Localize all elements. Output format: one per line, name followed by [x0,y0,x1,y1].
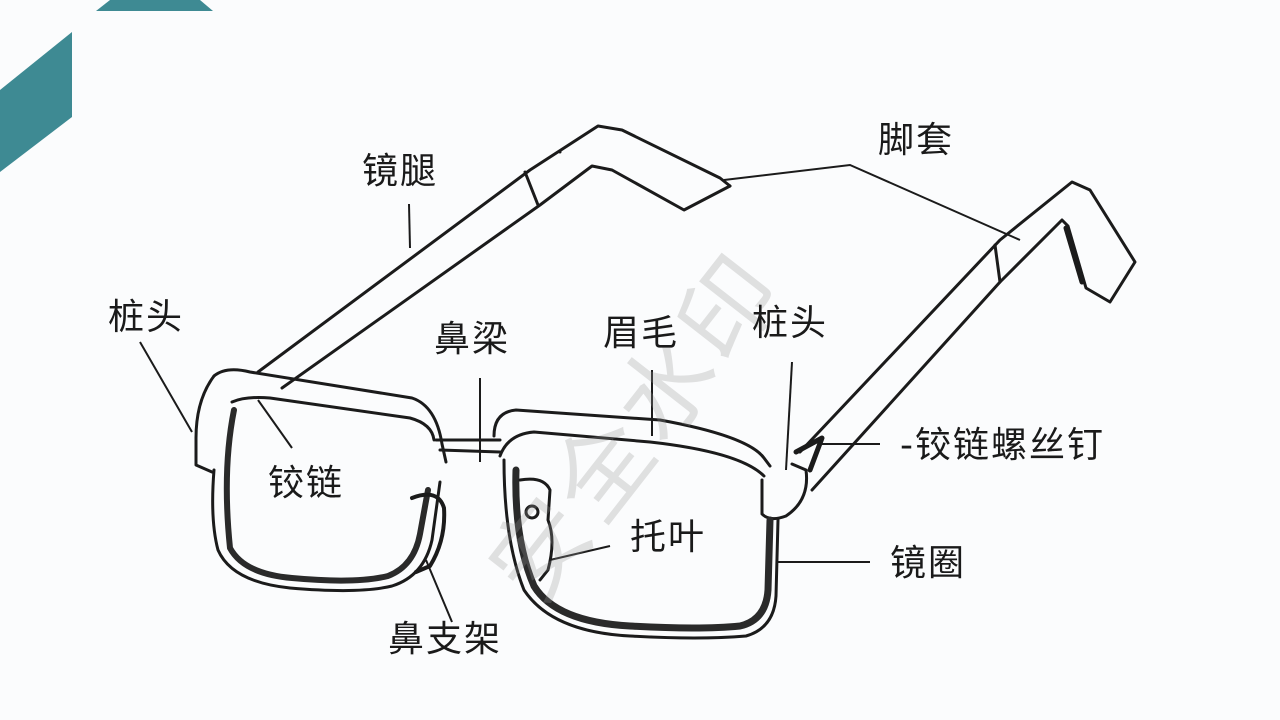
label-brow-bar: 眉毛 [603,313,680,354]
right-frame [492,408,809,640]
left-frame [194,368,448,593]
label-rim: 镜圈 [890,543,967,584]
left-nose-pad [410,492,447,574]
label-hinge-screw: -铰链螺丝钉 [900,425,1105,466]
label-temple: 镜腿 [362,151,439,192]
label-bridge: 鼻梁 [434,319,511,360]
label-temple-tip: 脚套 [878,120,955,161]
label-hinge: 铰链 [268,463,345,504]
left-temple [256,124,732,390]
label-endpiece-right: 桩头 [752,303,829,344]
accent-shape-left [0,32,72,172]
right-temple [798,180,1137,492]
bridge [434,438,502,454]
label-nose-pad: 托叶 [630,517,707,558]
leader-lines [139,163,1021,623]
right-nose-pad [518,477,554,582]
accent-shape-top [96,0,213,11]
nose-pad-screw [524,504,540,520]
label-nose-pad-arm: 鼻支架 [388,619,503,660]
right-hinge [793,435,825,473]
label-endpiece-left: 桩头 [108,297,185,338]
